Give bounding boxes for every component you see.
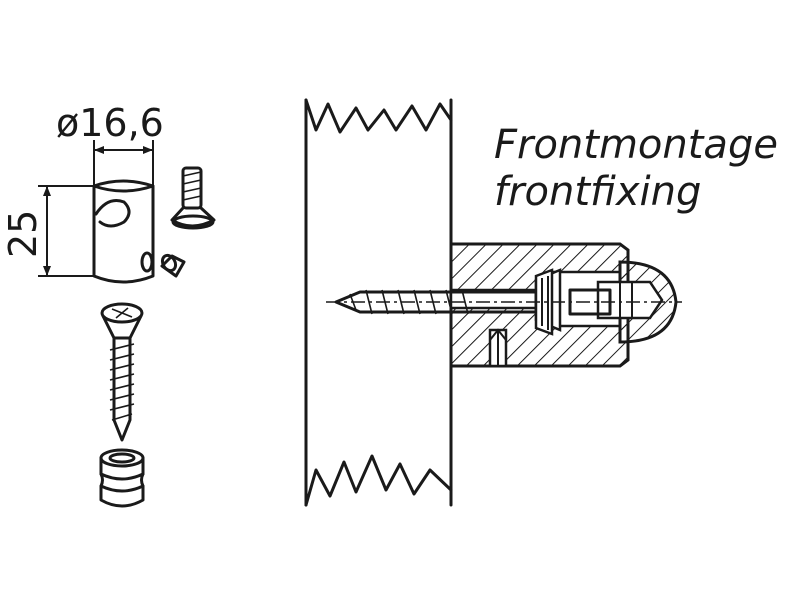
- wood-screw: [100, 302, 144, 442]
- caption-frontmontage: Frontmontage: [494, 122, 778, 168]
- diameter-dimension: ø16,6: [56, 101, 164, 186]
- height-dimension: 25: [1, 185, 94, 277]
- exploded-parts: ø16,6 25: [1, 101, 216, 508]
- caption-frontfixing: frontfixing: [494, 169, 701, 215]
- diameter-label: ø16,6: [56, 101, 164, 145]
- machine-screw: [170, 166, 216, 230]
- rod-end: [596, 260, 678, 344]
- height-label: 25: [1, 210, 45, 258]
- small-pin: [160, 253, 186, 278]
- captions: Frontmontage frontfixing: [494, 122, 778, 215]
- assembly-section: [304, 98, 682, 507]
- wall-plug: [99, 448, 145, 508]
- cylinder-connector: [92, 179, 155, 284]
